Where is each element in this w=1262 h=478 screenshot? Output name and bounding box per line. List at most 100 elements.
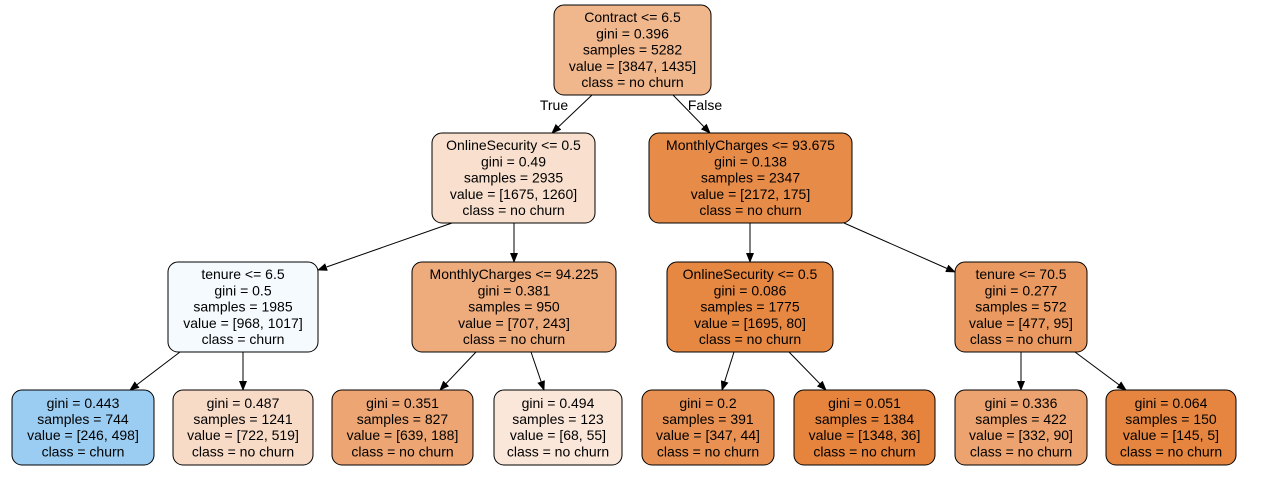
node-line: class = no churn bbox=[1120, 443, 1222, 459]
node-line: class = churn bbox=[202, 331, 285, 347]
node-line: OnlineSecurity <= 0.5 bbox=[446, 137, 581, 153]
node-line: OnlineSecurity <= 0.5 bbox=[683, 266, 818, 282]
edge-label-false: False bbox=[688, 97, 722, 113]
node-line: value = [332, 90] bbox=[969, 427, 1073, 443]
node-line: class = no churn bbox=[351, 443, 453, 459]
node-line: samples = 2935 bbox=[464, 170, 563, 186]
node-box bbox=[954, 389, 1088, 466]
node-line: samples = 1775 bbox=[700, 299, 799, 315]
node-box bbox=[411, 261, 617, 353]
node-box bbox=[11, 389, 155, 466]
edge-n4-n9 bbox=[439, 351, 477, 391]
node-box bbox=[431, 132, 596, 224]
node-line: class = no churn bbox=[463, 331, 565, 347]
node-line: value = [1695, 80] bbox=[694, 315, 806, 331]
node-box bbox=[793, 389, 936, 466]
node-line: value = [722, 519] bbox=[187, 427, 299, 443]
node-line: tenure <= 6.5 bbox=[201, 266, 285, 282]
node-box bbox=[641, 389, 775, 466]
node-line: value = [639, 188] bbox=[347, 427, 459, 443]
node-line: gini = 0.487 bbox=[207, 395, 280, 411]
node-line: MonthlyCharges <= 93.675 bbox=[666, 137, 835, 153]
node-line: class = no churn bbox=[970, 331, 1072, 347]
node-box bbox=[172, 389, 314, 466]
node-line: gini = 0.2 bbox=[679, 395, 736, 411]
edge-n5-n11 bbox=[720, 351, 735, 391]
node-box bbox=[1105, 389, 1237, 466]
edges-layer: True False bbox=[129, 94, 1127, 391]
node-box bbox=[666, 261, 834, 353]
node-box bbox=[331, 389, 474, 466]
node-line: samples = 572 bbox=[975, 299, 1067, 315]
node-line: tenure <= 70.5 bbox=[975, 266, 1066, 282]
node-line: class = churn bbox=[42, 443, 125, 459]
node-line: class = no churn bbox=[970, 443, 1072, 459]
node-line: gini = 0.49 bbox=[481, 153, 546, 169]
node-line: class = no churn bbox=[581, 74, 683, 90]
node-line: class = no churn bbox=[699, 202, 801, 218]
node-line: samples = 391 bbox=[662, 411, 754, 427]
node-line: samples = 827 bbox=[357, 411, 449, 427]
node-box bbox=[553, 4, 712, 96]
edge-n1-n3 bbox=[317, 222, 453, 271]
edge-n2-n6 bbox=[843, 222, 956, 273]
node-line: value = [68, 55] bbox=[510, 427, 606, 443]
node-line: gini = 0.381 bbox=[478, 282, 551, 298]
node-line: value = [145, 5] bbox=[1123, 427, 1219, 443]
edge-n6-n14 bbox=[1074, 351, 1127, 391]
edge-n3-n7 bbox=[129, 351, 181, 391]
node-line: value = [3847, 1435] bbox=[569, 58, 696, 74]
node-line: samples = 5282 bbox=[583, 42, 682, 58]
node-line: gini = 0.277 bbox=[985, 282, 1058, 298]
node-line: MonthlyCharges <= 94.225 bbox=[430, 266, 599, 282]
node-line: value = [707, 243] bbox=[458, 315, 570, 331]
node-line: class = no churn bbox=[699, 331, 801, 347]
node-line: gini = 0.443 bbox=[47, 395, 120, 411]
edge-n0-n1 bbox=[551, 94, 593, 134]
node-line: gini = 0.138 bbox=[714, 153, 787, 169]
node-box bbox=[648, 132, 853, 224]
node-line: class = no churn bbox=[657, 443, 759, 459]
node-line: value = [2172, 175] bbox=[691, 186, 811, 202]
edge-n5-n12 bbox=[788, 351, 827, 391]
node-box bbox=[493, 389, 623, 466]
edge-n4-n10 bbox=[530, 351, 545, 391]
node-line: samples = 1384 bbox=[815, 411, 914, 427]
node-line: gini = 0.5 bbox=[214, 282, 271, 298]
node-line: class = no churn bbox=[462, 202, 564, 218]
node-line: value = [1348, 36] bbox=[809, 427, 921, 443]
node-line: samples = 2347 bbox=[701, 170, 800, 186]
node-line: value = [347, 44] bbox=[656, 427, 760, 443]
node-box bbox=[954, 261, 1088, 353]
node-line: samples = 950 bbox=[468, 299, 560, 315]
node-line: class = no churn bbox=[813, 443, 915, 459]
node-line: gini = 0.336 bbox=[985, 395, 1058, 411]
node-line: value = [1675, 1260] bbox=[450, 186, 577, 202]
node-line: samples = 1241 bbox=[193, 411, 292, 427]
node-box bbox=[167, 261, 319, 353]
node-line: value = [477, 95] bbox=[969, 315, 1073, 331]
node-line: gini = 0.351 bbox=[366, 395, 439, 411]
node-line: gini = 0.051 bbox=[828, 395, 901, 411]
node-line: samples = 1985 bbox=[193, 299, 292, 315]
node-line: value = [246, 498] bbox=[27, 427, 139, 443]
node-line: gini = 0.396 bbox=[596, 25, 669, 41]
node-line: samples = 123 bbox=[512, 411, 604, 427]
edge-label-true: True bbox=[540, 97, 568, 113]
